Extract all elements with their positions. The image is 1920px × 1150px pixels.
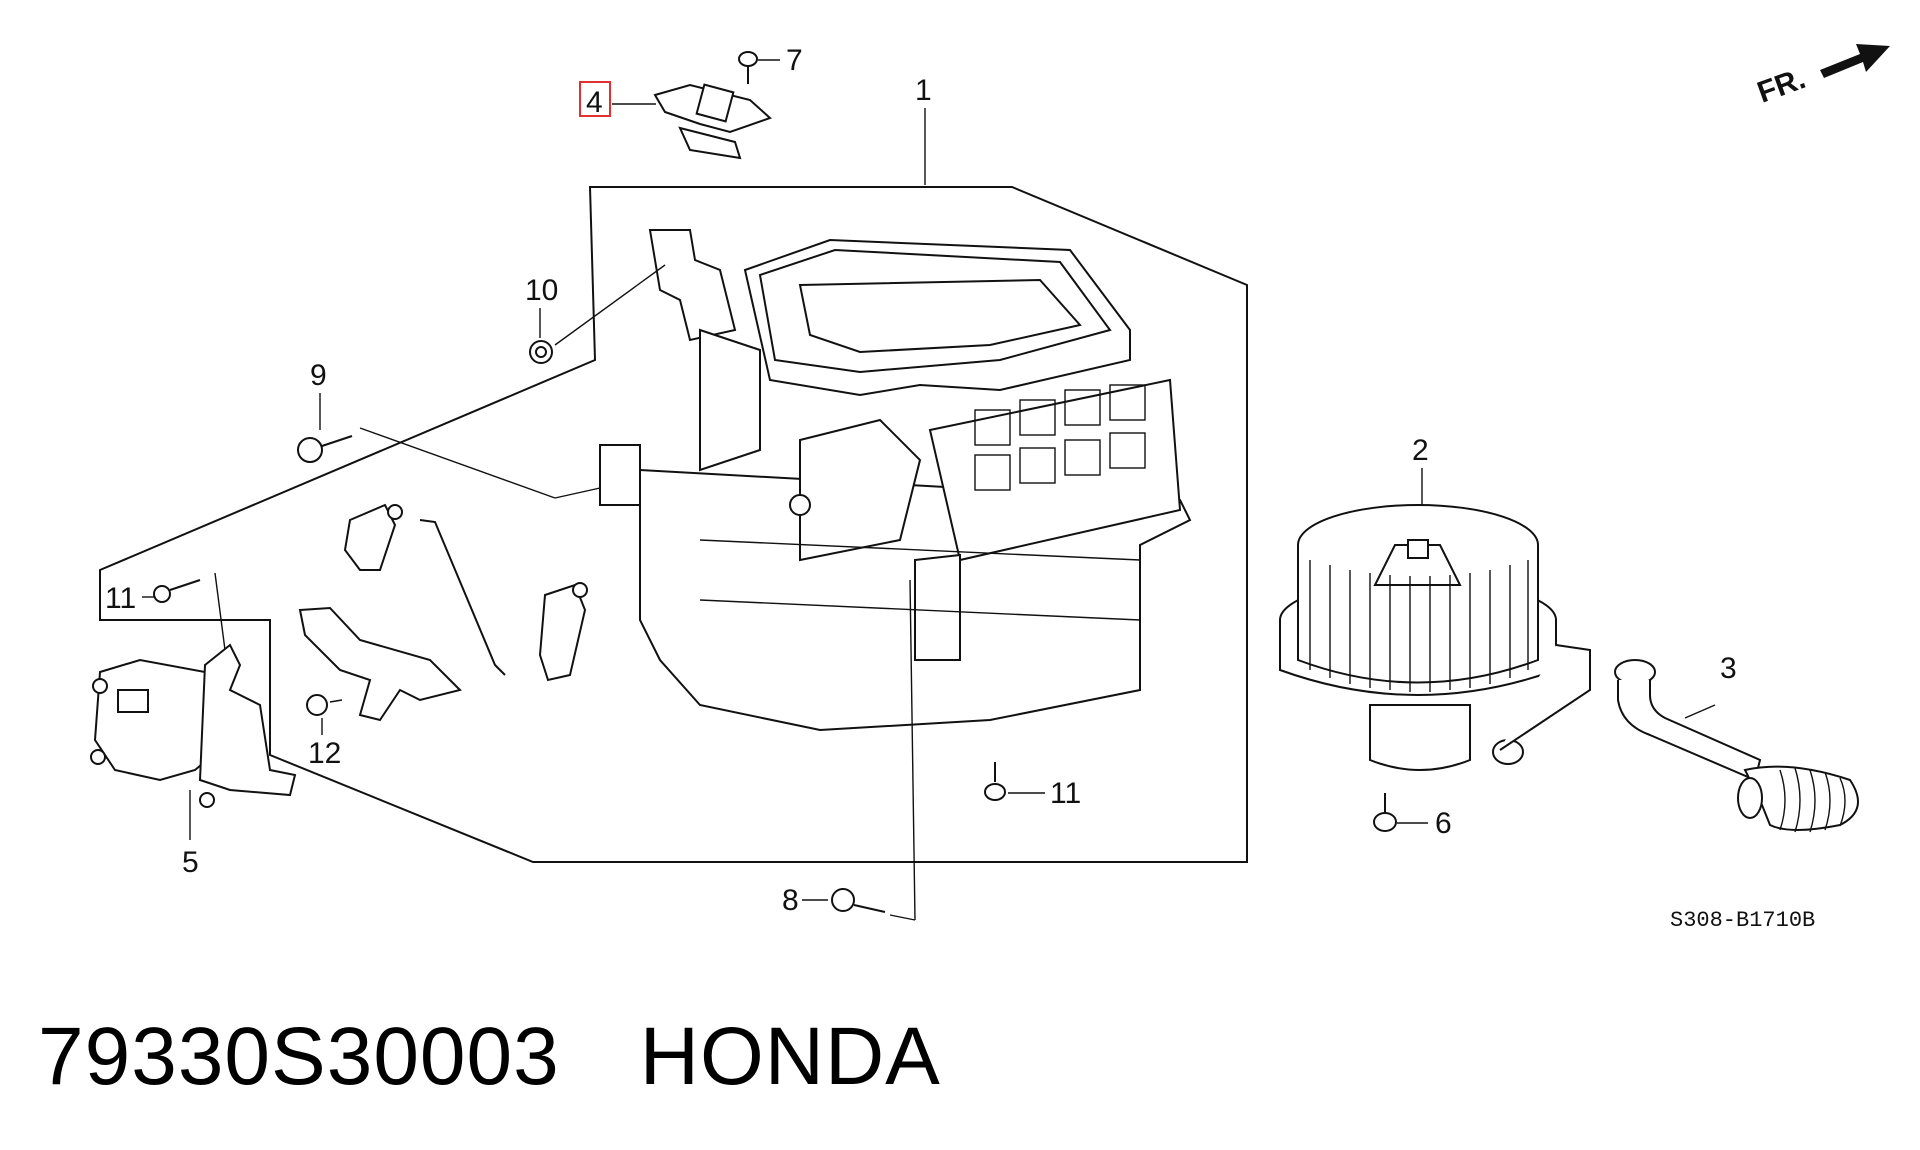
front-direction-indicator: FR. <box>1753 44 1890 110</box>
diagram-code: S308-B1710B <box>1670 908 1815 933</box>
lever-right[interactable] <box>538 582 588 682</box>
assembly-boundary <box>99 186 1248 863</box>
callout-2[interactable]: 2 <box>1412 434 1429 467</box>
callout-9[interactable]: 9 <box>310 359 327 392</box>
part-number: 79330S30003 <box>38 1011 560 1102</box>
callout-7[interactable]: 7 <box>786 44 803 77</box>
direction-arrow-icon <box>1820 44 1890 78</box>
part-9-bolt[interactable] <box>297 435 353 463</box>
lever-lower[interactable] <box>298 606 462 722</box>
direction-label: FR. <box>1753 62 1810 110</box>
part-6-screw[interactable] <box>1373 793 1397 832</box>
part-4-resistor[interactable] <box>653 83 772 160</box>
callout-12[interactable]: 12 <box>308 737 341 770</box>
part-1-blower-housing[interactable] <box>599 229 1192 732</box>
part-8-bolt[interactable] <box>831 888 886 913</box>
link-rod[interactable] <box>419 519 506 676</box>
callout-11-right[interactable]: 11 <box>1050 777 1081 810</box>
callout-4[interactable]: 4 <box>586 86 603 119</box>
part-7-screw[interactable] <box>738 51 758 84</box>
part-11-screw-left[interactable] <box>153 579 201 603</box>
part-12-clip[interactable] <box>306 694 343 716</box>
part-11-screw-right[interactable] <box>984 762 1006 801</box>
callout-11-left[interactable]: 11 <box>105 582 136 615</box>
callout-8[interactable]: 8 <box>782 884 799 917</box>
callout-10[interactable]: 10 <box>525 274 558 307</box>
footer: 79330S30003 HONDA <box>38 1010 941 1104</box>
brand-name: HONDA <box>639 1011 941 1102</box>
callout-3[interactable]: 3 <box>1720 652 1737 685</box>
part-2-blower-motor[interactable] <box>1279 504 1591 771</box>
callout-6[interactable]: 6 <box>1435 807 1452 840</box>
part-10-nut[interactable] <box>529 340 553 364</box>
callout-5[interactable]: 5 <box>182 846 199 879</box>
callout-1[interactable]: 1 <box>915 74 932 107</box>
lever-upper[interactable] <box>343 503 403 571</box>
part-5-actuator[interactable] <box>90 643 297 808</box>
part-3-drain-hose[interactable] <box>1614 659 1859 833</box>
callout-4-highlight <box>579 81 611 117</box>
